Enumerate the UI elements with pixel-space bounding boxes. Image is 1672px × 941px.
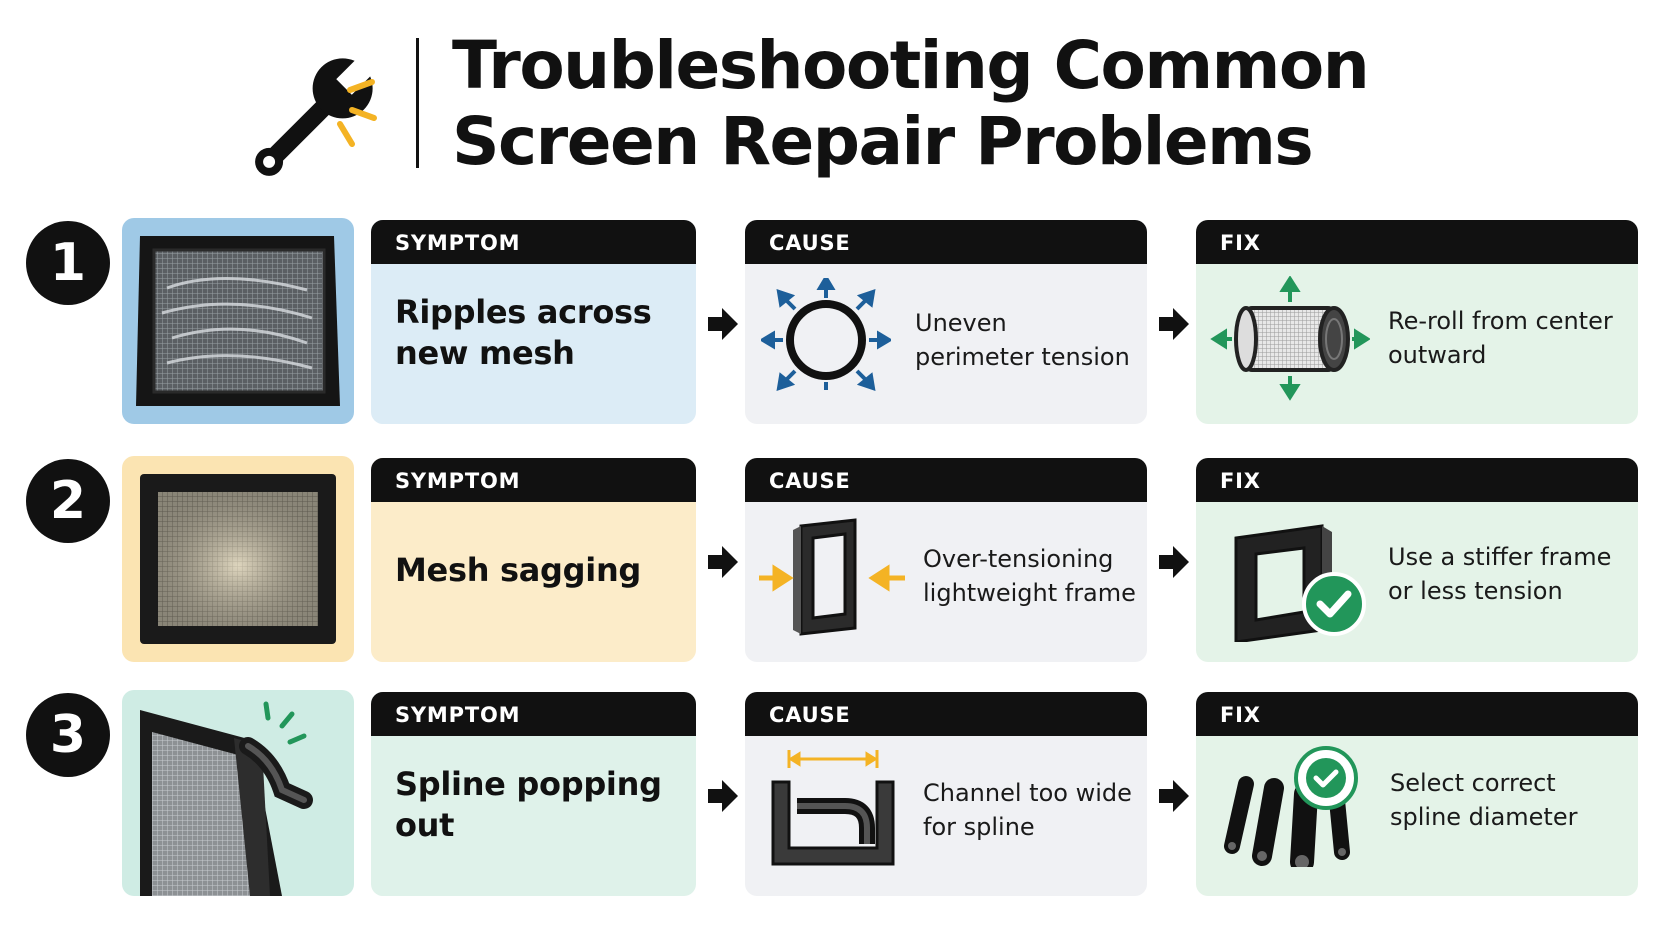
tension-ring-icon (761, 278, 891, 391)
stiff-frame-check-icon (1234, 524, 1366, 642)
symptom-text: Ripples across new mesh (395, 293, 652, 372)
fix-text: Re-roll from center outward (1388, 307, 1613, 369)
cause-card: CAUSE Uneven perimeter tension (745, 220, 1147, 424)
cause-card: CAUSE Over-tensioning lightweight frame (745, 458, 1147, 662)
symptom-card: SYMPTOM Spline popping out (371, 692, 696, 896)
symptom-header: SYMPTOM (371, 692, 696, 736)
spline-popping-image (122, 690, 354, 896)
bent-frame-icon (759, 518, 905, 636)
fix-card: FIX Re-roll (1196, 220, 1638, 424)
arrow-right-icon (708, 546, 738, 578)
fix-card: FIX Select correct spline diameter (1196, 692, 1638, 896)
cause-header: CAUSE (745, 692, 1147, 736)
arrow-right-icon (1159, 308, 1189, 340)
step-number: 2 (26, 459, 110, 543)
page-title: Troubleshooting Common Screen Repair Pro… (452, 27, 1370, 180)
fix-text: Use a stiffer frame or less tension (1388, 543, 1612, 605)
row-1: 1 SYMPTOM Ripples across new mesh (0, 218, 1672, 424)
wide-channel-icon (771, 750, 895, 866)
header: Troubleshooting Common Screen Repair Pro… (240, 27, 1440, 180)
fix-header: FIX (1196, 220, 1638, 264)
symptom-header: SYMPTOM (371, 220, 696, 264)
arrow-right-icon (1159, 780, 1189, 812)
header-divider (416, 38, 419, 168)
cause-card: CAUSE Channel too wide for spline (745, 692, 1147, 896)
symptom-card: SYMPTOM Mesh sagging (371, 458, 696, 662)
mesh-roll-icon (1210, 276, 1370, 401)
spline-sizes-check-icon (1224, 746, 1358, 867)
fix-header: FIX (1196, 458, 1638, 502)
sagging-mesh-image (122, 456, 354, 662)
wrench-icon (255, 55, 377, 176)
cause-text: Channel too wide for spline (923, 779, 1132, 841)
fix-text: Select correct spline diameter (1390, 769, 1578, 831)
row-2: 2 SYMPTOM Mesh sagging (0, 456, 1672, 662)
cause-text: Uneven perimeter tension (915, 309, 1130, 371)
symptom-text: Mesh sagging (395, 551, 642, 589)
fix-card: FIX Use a stiffer frame or less tension (1196, 458, 1638, 662)
cause-header: CAUSE (745, 220, 1147, 264)
symptom-text: Spline popping out (395, 765, 662, 844)
arrow-right-icon (1159, 546, 1189, 578)
cause-text: Over-tensioning lightweight frame (923, 545, 1136, 607)
rippled-mesh-image (122, 218, 354, 424)
fix-header: FIX (1196, 692, 1638, 736)
step-number: 1 (26, 221, 110, 305)
row-3: 3 SYMPTOM Spline popping out (0, 690, 1672, 896)
cause-header: CAUSE (745, 458, 1147, 502)
step-number: 3 (26, 693, 110, 777)
arrow-right-icon (708, 780, 738, 812)
symptom-header: SYMPTOM (371, 458, 696, 502)
arrow-right-icon (708, 308, 738, 340)
symptom-card: SYMPTOM Ripples across new mesh (371, 220, 696, 424)
